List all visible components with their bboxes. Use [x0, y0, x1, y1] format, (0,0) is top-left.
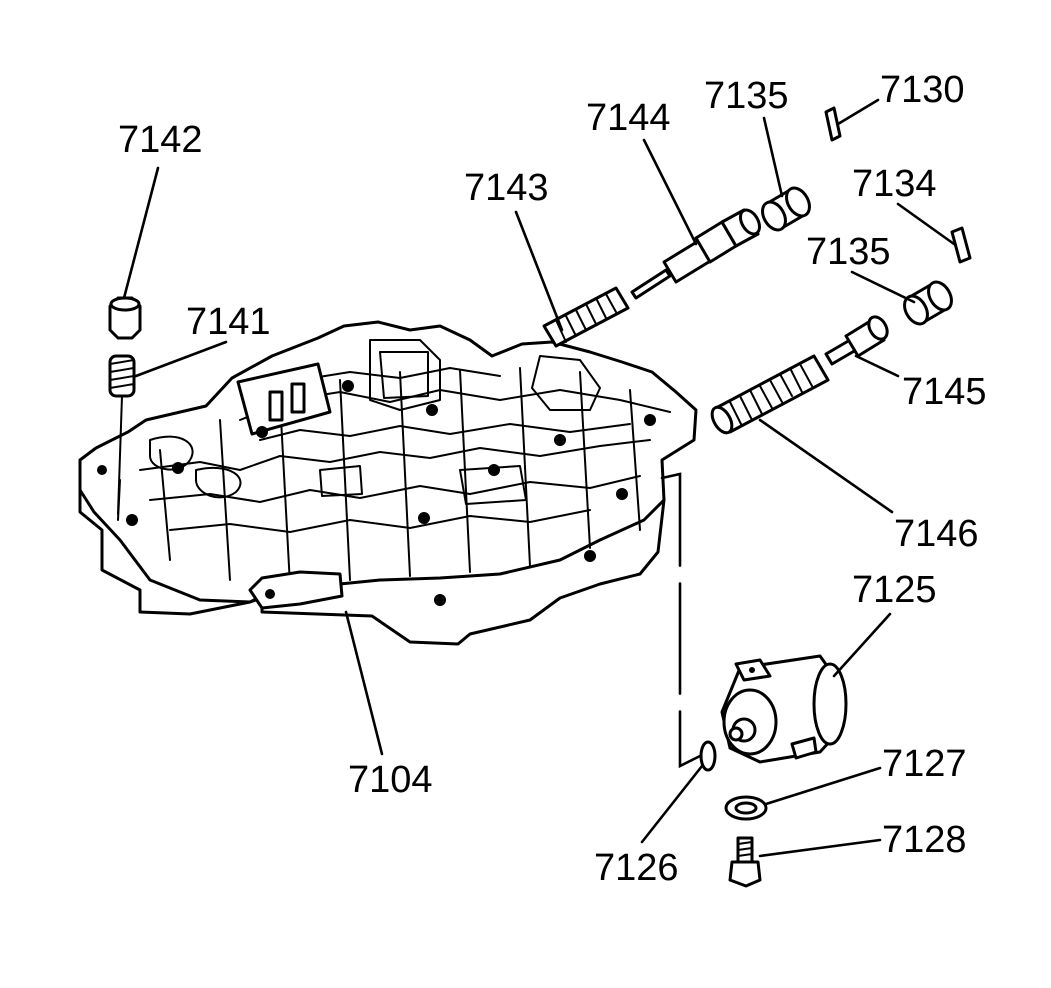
part-7144-valve	[630, 208, 761, 300]
part-7134-key	[950, 226, 972, 264]
callout-labels: 7142 7141 7143 7144 7135 7130 7134 7135 …	[118, 69, 987, 889]
label-7128: 7128	[882, 819, 967, 861]
leader-7127	[764, 766, 882, 806]
part-7146-spring	[710, 354, 830, 435]
label-7135-upper: 7135	[704, 75, 789, 117]
label-7143: 7143	[464, 167, 549, 209]
leader-7142	[122, 166, 160, 300]
alignment-dashed-line	[660, 472, 702, 769]
part-7127-washer	[724, 795, 768, 821]
label-7125: 7125	[852, 569, 937, 611]
part-7135-upper-sleeve	[761, 186, 811, 232]
leader-7128	[758, 838, 882, 858]
leader-lines	[122, 98, 956, 858]
label-7142: 7142	[118, 119, 203, 161]
label-7146: 7146	[894, 513, 979, 555]
leader-7130	[836, 98, 880, 126]
leader-7141	[134, 340, 228, 378]
part-7142-plug	[108, 296, 142, 340]
label-7130: 7130	[880, 69, 965, 111]
part-7145-valve	[824, 315, 889, 366]
label-7134: 7134	[852, 163, 937, 205]
leader-7126	[640, 764, 704, 844]
leader-7143	[514, 210, 564, 332]
label-7144: 7144	[586, 97, 671, 139]
label-7145: 7145	[902, 371, 987, 413]
leader-7145	[854, 354, 900, 378]
leader-7135a	[762, 116, 784, 198]
label-7135-lower: 7135	[806, 231, 891, 273]
leader-7144	[642, 138, 698, 246]
label-7126: 7126	[594, 847, 679, 889]
leader-7134	[896, 202, 956, 246]
label-7104: 7104	[348, 759, 433, 801]
leader-7104	[344, 610, 384, 756]
leader-7125	[832, 612, 892, 678]
label-7141: 7141	[186, 301, 271, 343]
part-7135-lower-sleeve	[903, 280, 953, 326]
part-7141-spring	[108, 354, 136, 515]
label-7127: 7127	[882, 743, 967, 785]
leader-7146	[758, 418, 894, 514]
leader-7135b	[850, 270, 916, 304]
part-7125-solenoid	[720, 654, 848, 764]
part-7128-bolt	[728, 836, 762, 888]
valve-body	[78, 320, 698, 646]
part-7143-spring	[542, 286, 630, 348]
part-7130-key	[824, 106, 842, 142]
